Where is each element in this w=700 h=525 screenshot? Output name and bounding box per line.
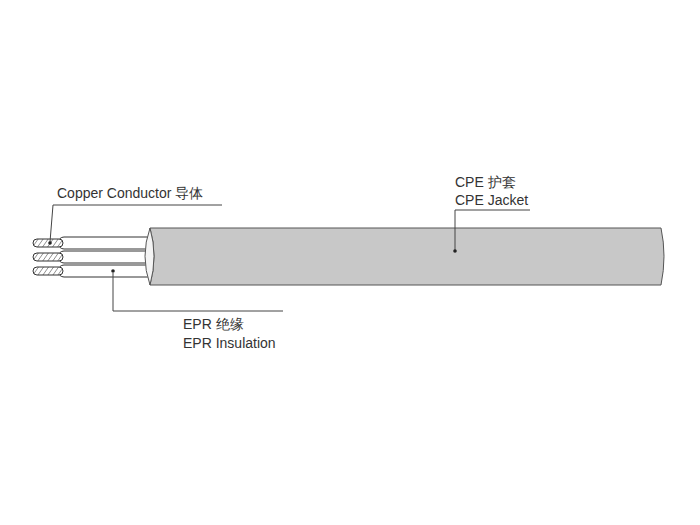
core: [33, 237, 158, 249]
leader-lines: [50, 205, 530, 311]
part-label: EPR Insulation: [183, 335, 276, 352]
part-label: EPR 绝缘: [183, 316, 244, 333]
leader-dots: [48, 241, 457, 273]
part-label: Copper Conductor 导体: [57, 185, 203, 202]
part-label: CPE Jacket: [455, 192, 528, 209]
insulated-cores: [33, 237, 158, 277]
jacket: [145, 228, 664, 285]
core: [33, 265, 158, 277]
part-label: CPE 护套: [455, 174, 516, 191]
core: [33, 251, 158, 263]
